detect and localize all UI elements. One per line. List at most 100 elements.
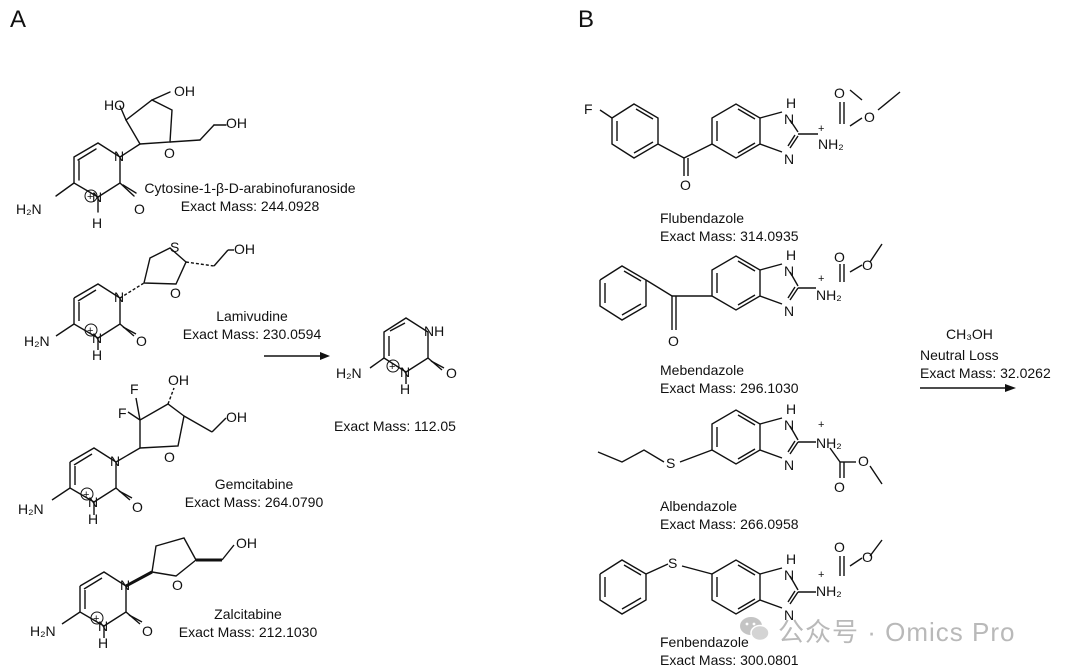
atom-label: H₂N <box>24 333 50 349</box>
compound-mass: Exact Mass: 264.0790 <box>184 494 324 510</box>
atom-label: F <box>118 405 127 421</box>
compound-name: Cytosine-1-β-D-arabinofuranoside <box>144 180 356 196</box>
atom-label: H₂N <box>336 365 362 381</box>
panel-label-b: B <box>578 6 595 33</box>
atom-label: S <box>668 555 677 571</box>
charge-sign: + <box>83 489 89 501</box>
compound-name: Gemcitabine <box>214 476 294 492</box>
atom-label: N <box>784 567 794 583</box>
charge-sign: + <box>818 569 824 581</box>
atom-label: F <box>584 101 593 117</box>
atom-label: OH <box>168 372 189 388</box>
gemcitabine-structure <box>51 387 227 515</box>
neutral-loss-label: Neutral Loss <box>920 347 999 363</box>
atom-label: O <box>834 479 845 495</box>
atom-label: NH <box>424 323 444 339</box>
compound-name: Flubendazole <box>660 210 745 226</box>
atom-label: N <box>784 263 794 279</box>
atom-label: O <box>834 539 845 555</box>
mebendazole-structure <box>599 243 883 330</box>
atom-label: OH <box>226 409 247 425</box>
atom-label: O <box>172 577 183 593</box>
atom-label: N <box>98 618 108 634</box>
atom-label: NH₂ <box>816 435 842 451</box>
charge-sign: + <box>818 123 824 135</box>
atom-label: H <box>92 215 102 231</box>
atom-label: N <box>114 289 124 305</box>
compound-mass: Exact Mass: 266.0958 <box>660 516 799 532</box>
atom-label: O <box>858 453 869 469</box>
compound-mass: Exact Mass: 244.0928 <box>180 198 320 214</box>
arrowhead-b <box>1005 384 1016 392</box>
charge-sign: + <box>87 325 93 337</box>
charge-sign: + <box>93 613 99 625</box>
atom-label: O <box>132 499 143 515</box>
compound-name: Mebendazole <box>660 362 745 378</box>
charge-sign: + <box>389 361 395 373</box>
atom-label: OH <box>174 83 195 99</box>
atom-label: OH <box>236 535 257 551</box>
charge-sign: + <box>818 273 824 285</box>
atom-label: O <box>134 201 145 217</box>
atom-label: N <box>784 417 794 433</box>
albendazole-structure <box>597 409 883 485</box>
panel-label-a: A <box>10 6 27 33</box>
charge-sign: + <box>818 419 824 431</box>
atom-label: N <box>400 364 410 380</box>
atom-label: O <box>834 249 845 265</box>
atom-label: N <box>784 457 794 473</box>
atom-label: H <box>88 511 98 527</box>
atom-label: O <box>164 449 175 465</box>
atom-label: NH₂ <box>818 136 844 152</box>
compound-name: Fenbendazole <box>660 634 749 650</box>
atom-label: H <box>786 247 796 263</box>
atom-label: O <box>862 257 873 273</box>
atom-label: H₂N <box>18 501 44 517</box>
charge-circle <box>386 359 400 373</box>
compound-name: Lamivudine <box>216 308 288 324</box>
charge-circle <box>84 323 98 337</box>
atom-label: N <box>114 148 124 164</box>
atom-label: O <box>142 623 153 639</box>
atom-label: O <box>170 285 181 301</box>
atom-label: O <box>864 109 875 125</box>
atom-label: H <box>98 635 108 651</box>
compound-mass: Exact Mass: 230.0594 <box>182 326 322 342</box>
cytarabine-structure <box>55 91 227 213</box>
charge-circle <box>80 487 94 501</box>
atom-label: F <box>130 381 139 397</box>
charge-circle <box>84 189 98 203</box>
atom-label: O <box>834 85 845 101</box>
atom-label: O <box>136 333 147 349</box>
charge-sign: + <box>87 191 93 203</box>
atom-label: OH <box>234 241 255 257</box>
fenbendazole-structure <box>599 539 883 615</box>
atom-label: NH₂ <box>816 583 842 599</box>
watermark: 公众号 · Omics Pro <box>778 617 1016 647</box>
atom-label: O <box>668 333 679 349</box>
atom-label: NH₂ <box>816 287 842 303</box>
wechat-icon <box>740 617 770 642</box>
zalcitabine-structure <box>61 537 235 638</box>
atom-label: N <box>784 607 794 623</box>
atom-label: N <box>88 494 98 510</box>
atom-label: S <box>170 239 179 255</box>
atom-label: H₂N <box>30 623 56 639</box>
atom-label: N <box>92 330 102 346</box>
arrowhead-a <box>320 352 330 360</box>
atom-label: O <box>680 177 691 193</box>
compound-name: Zalcitabine <box>214 606 282 622</box>
compound-mass: Exact Mass: 296.1030 <box>660 380 799 396</box>
atom-label: N <box>120 577 130 593</box>
atom-label: H <box>786 95 796 111</box>
atom-label: H <box>92 347 102 363</box>
atom-label: O <box>164 145 175 161</box>
flubendazole-structure <box>599 89 901 176</box>
neutral-loss-mass: Exact Mass: 32.0262 <box>920 365 1051 381</box>
compound-name: Albendazole <box>660 498 738 514</box>
compound-mass: Exact Mass: 314.0935 <box>660 228 799 244</box>
atom-label: N <box>784 111 794 127</box>
compound-mass: Exact Mass: 300.0801 <box>660 652 799 668</box>
atom-label: N <box>110 453 120 469</box>
